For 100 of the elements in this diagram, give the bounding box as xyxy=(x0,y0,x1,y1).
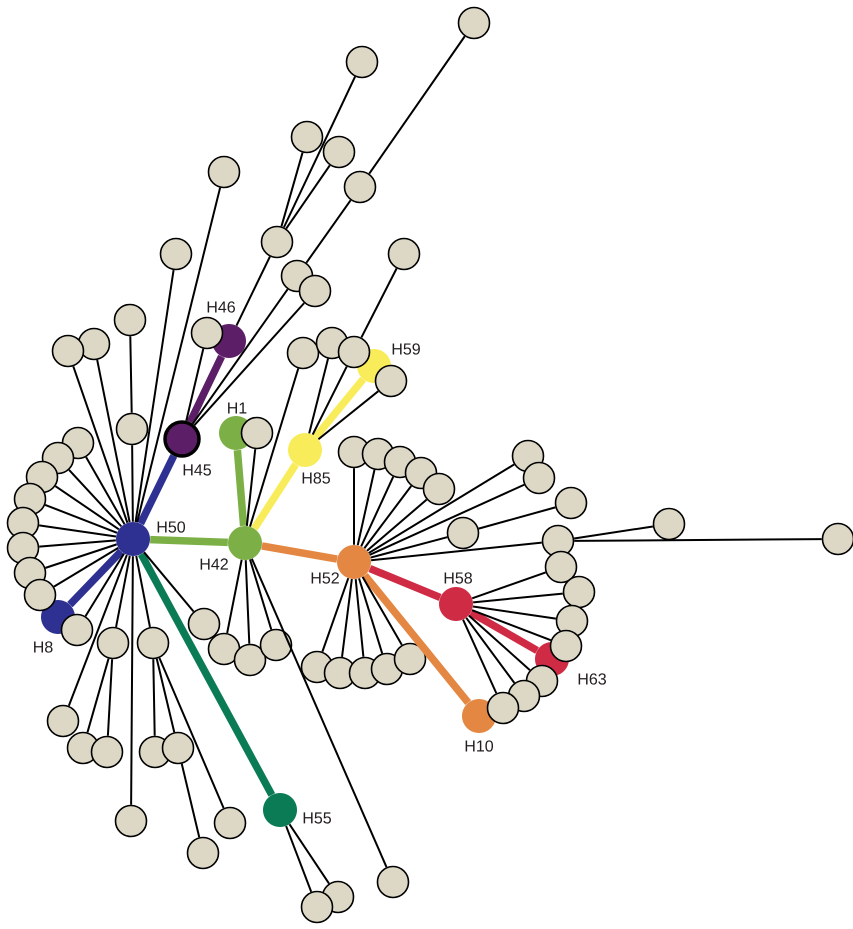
connector-line xyxy=(360,268,398,338)
connector-line xyxy=(371,542,542,562)
connector-line xyxy=(285,164,331,230)
haplotype-circle xyxy=(240,416,274,450)
haplotype-label: H55 xyxy=(304,812,331,824)
haplotype-circle xyxy=(6,532,40,564)
haplotype-circle xyxy=(160,238,192,270)
haplotype-circle xyxy=(186,836,220,870)
connector-line xyxy=(280,152,304,227)
connector-line xyxy=(251,462,299,531)
connector-line xyxy=(370,536,448,559)
connector-line xyxy=(143,552,194,612)
haplotype-circle xyxy=(188,608,220,640)
connector-line xyxy=(306,200,352,264)
haplotype-circle xyxy=(114,804,148,838)
connector-line xyxy=(321,578,350,652)
connector-line xyxy=(39,539,116,548)
connector-line xyxy=(465,617,516,684)
connector-line xyxy=(366,498,428,552)
haplotype-circle xyxy=(162,732,194,764)
connector-line xyxy=(135,556,151,628)
haplotype-circle xyxy=(522,462,556,494)
haplotype-circle xyxy=(550,630,582,662)
connector-line xyxy=(68,469,122,528)
connector-line xyxy=(574,525,654,540)
haplotype-circle xyxy=(96,626,130,660)
connector-line xyxy=(150,536,228,546)
connector-line xyxy=(129,336,133,413)
connector-line xyxy=(152,659,156,736)
haplotype-circle xyxy=(290,120,324,154)
haplotype-circle xyxy=(190,316,224,350)
haplotype-circle xyxy=(322,136,356,168)
connector-line xyxy=(250,558,388,868)
connector-line xyxy=(362,572,472,705)
connector-line xyxy=(156,658,176,732)
haplotype-circle xyxy=(136,626,170,660)
connector-line xyxy=(353,468,355,545)
connector-line xyxy=(44,504,118,534)
haplotype-label: H59 xyxy=(392,343,420,355)
connector-line xyxy=(85,456,126,525)
connector-line xyxy=(96,360,131,522)
connector-line xyxy=(312,366,348,436)
connector-line xyxy=(236,256,271,326)
connector-line xyxy=(86,658,110,733)
connector-line xyxy=(226,560,243,634)
connector-line xyxy=(244,560,250,644)
connector-line xyxy=(249,368,300,527)
connector-line xyxy=(72,366,128,524)
connector-line xyxy=(354,579,364,657)
connector-line xyxy=(308,358,329,434)
connector-line xyxy=(54,485,120,530)
connector-line xyxy=(68,554,128,706)
connector-line xyxy=(362,576,403,646)
haplotype-circle xyxy=(486,692,520,724)
connector-line xyxy=(185,348,204,421)
haplotype-circle xyxy=(374,364,408,398)
haplotype-circle xyxy=(214,806,246,840)
haplotype-circle xyxy=(346,46,378,78)
connector-line xyxy=(473,592,563,604)
connector-line xyxy=(368,464,515,554)
connector-line xyxy=(469,609,539,654)
haplotype-circle xyxy=(52,334,84,368)
haplotype-circle xyxy=(90,736,124,768)
haplotype-circle xyxy=(208,632,240,666)
connector-line xyxy=(283,76,356,228)
haplotype-circle xyxy=(46,704,80,738)
connector-line xyxy=(45,543,117,569)
connector-line xyxy=(106,659,114,736)
haplotype-circle xyxy=(562,576,596,608)
haplotype-circle xyxy=(344,170,376,204)
connector-line xyxy=(134,270,175,522)
haplotype-circle xyxy=(544,550,578,584)
connector-line xyxy=(574,538,822,542)
haplotype-label: H42 xyxy=(200,558,228,570)
connector-line xyxy=(462,619,498,694)
connector-line xyxy=(194,302,305,426)
haplotype-circle xyxy=(394,642,426,676)
connector-line xyxy=(261,542,338,563)
connector-line xyxy=(186,354,225,424)
connector-line xyxy=(192,288,288,424)
haplotype-circle xyxy=(458,6,490,40)
connector-line xyxy=(356,470,376,546)
connector-line xyxy=(180,764,200,838)
connector-line xyxy=(131,445,134,522)
connector-line xyxy=(158,658,224,808)
connector-line xyxy=(249,559,272,630)
connector-line xyxy=(84,553,125,617)
haplotype-label: H45 xyxy=(184,464,211,476)
connector-line xyxy=(478,506,556,530)
haplotype-circle xyxy=(260,628,292,662)
haplotype-circle xyxy=(78,328,110,360)
connector-line xyxy=(368,565,442,601)
connector-line xyxy=(138,552,276,797)
haplotype-label: H8 xyxy=(34,641,53,653)
connector-line xyxy=(234,450,248,526)
haplotype-circle xyxy=(376,866,410,898)
connector-line xyxy=(468,614,531,671)
haplotype-circle xyxy=(338,336,370,368)
haplotype-circle xyxy=(60,614,94,646)
haplotype-circle xyxy=(300,890,334,924)
